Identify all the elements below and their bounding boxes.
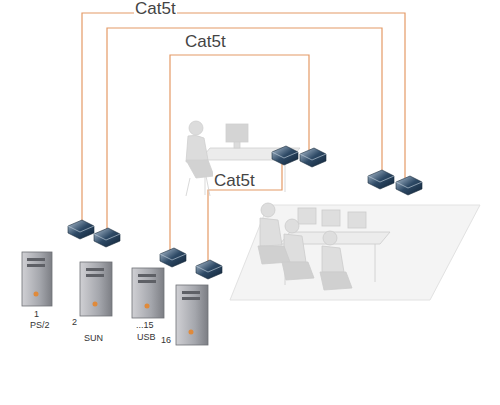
server-details bbox=[27, 258, 200, 335]
port-label: SUN bbox=[84, 334, 103, 343]
workstation-group bbox=[258, 203, 390, 290]
workstation bbox=[186, 121, 300, 196]
floor bbox=[230, 205, 480, 300]
cable-label: Cat5t bbox=[213, 172, 256, 189]
callout-number: 16 bbox=[161, 336, 171, 345]
callout-number: ...15 bbox=[136, 321, 154, 330]
cable-label: Cat5t bbox=[134, 0, 177, 17]
cat5-wires bbox=[82, 13, 405, 262]
server-towers bbox=[22, 252, 208, 345]
cable-label: Cat5t bbox=[184, 33, 227, 50]
port-label: PS/2 bbox=[30, 321, 50, 330]
callout-number: 2 bbox=[72, 318, 77, 327]
callout-number: 1 bbox=[34, 310, 39, 319]
port-label: USB bbox=[137, 333, 156, 342]
extender-units bbox=[68, 146, 422, 279]
